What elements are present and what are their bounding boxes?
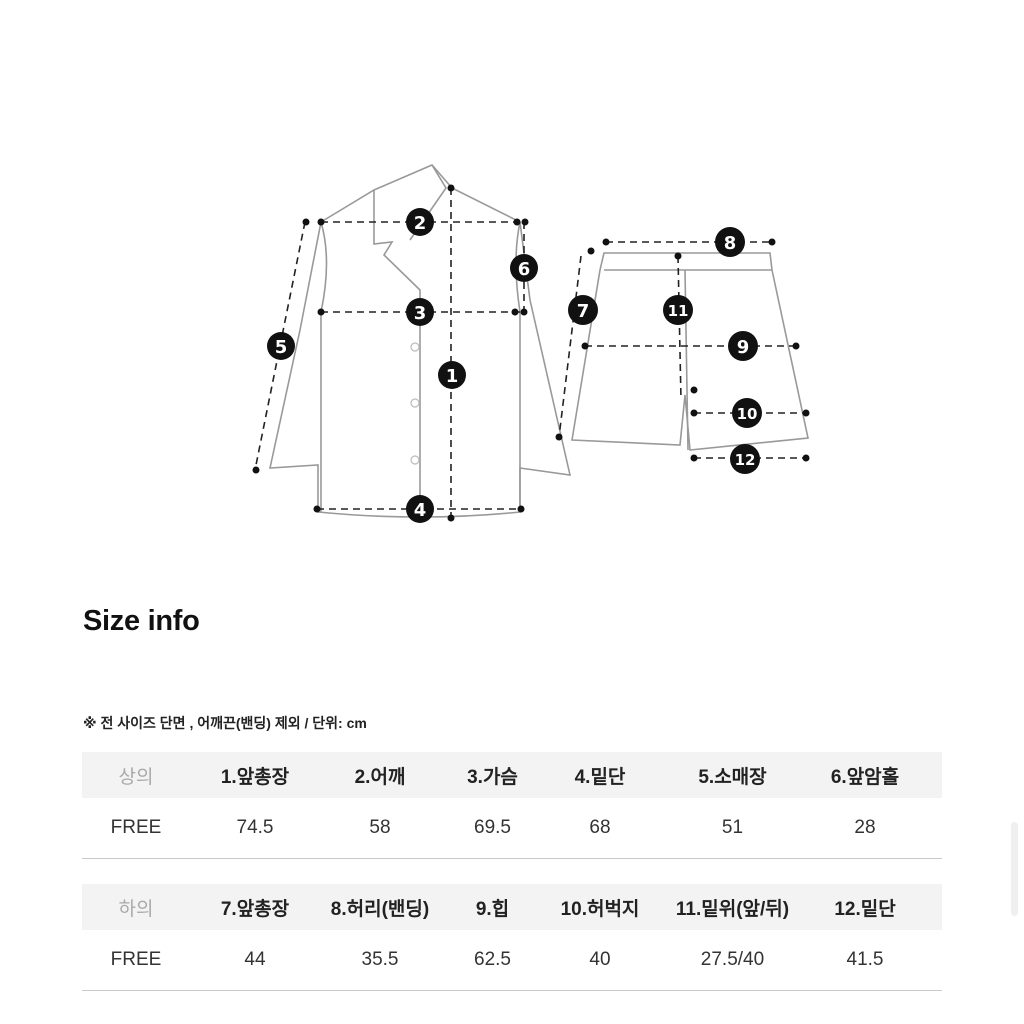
table-cell: 58 xyxy=(369,817,391,838)
table-cell: 40 xyxy=(589,949,611,970)
column-header: 8.허리(밴딩) xyxy=(330,898,430,920)
table-header: 상의 1.앞총장 2.어깨 3.가슴 4.밑단 5.소매장 6.앞암홀 xyxy=(82,752,942,798)
column-header: 11.밑위(앞/뒤) xyxy=(675,898,790,920)
top-size-table: 상의 1.앞총장 2.어깨 3.가슴 4.밑단 5.소매장 6.앞암홀 FREE… xyxy=(82,752,942,859)
column-header: 2.어깨 xyxy=(354,766,406,788)
svg-text:7: 7 xyxy=(577,301,590,322)
scrollbar[interactable] xyxy=(1011,822,1018,916)
table-row: FREE 74.5 58 69.5 68 51 28 xyxy=(82,798,942,859)
table-cell: 69.5 xyxy=(474,817,511,838)
category-label: 상의 xyxy=(118,766,154,788)
column-header: 9.힙 xyxy=(475,898,510,920)
table-cell: 62.5 xyxy=(474,949,511,970)
table-row: FREE 44 35.5 62.5 40 27.5/40 41.5 xyxy=(82,930,942,991)
svg-text:6: 6 xyxy=(518,259,531,280)
table-cell: 41.5 xyxy=(846,949,884,970)
column-header: 10.허벅지 xyxy=(560,898,640,920)
column-header: 3.가슴 xyxy=(467,766,518,788)
garment-illustration: 1 2 3 4 5 6 7 8 9 11 10 12 xyxy=(252,164,810,523)
section-title: Size info xyxy=(83,605,200,637)
column-header: 7.앞총장 xyxy=(220,898,290,920)
table-cell: 74.5 xyxy=(236,817,274,838)
measurement-note: ※ 전 사이즈 단면 , 어깨끈(밴딩) 제외 / 단위: cm xyxy=(83,715,367,731)
svg-text:1: 1 xyxy=(446,366,459,387)
bottom-size-table: 하의 7.앞총장 8.허리(밴딩) 9.힙 10.허벅지 11.밑위(앞/뒤) … xyxy=(82,884,942,991)
category-label: 하의 xyxy=(118,898,154,920)
svg-text:12: 12 xyxy=(735,451,756,469)
table-cell: 28 xyxy=(854,817,876,838)
column-header: 6.앞암홀 xyxy=(830,766,900,788)
column-header: 1.앞총장 xyxy=(220,766,290,788)
svg-text:4: 4 xyxy=(414,500,427,521)
measurement-markers: 1 2 3 4 5 6 7 8 9 11 10 12 xyxy=(267,208,762,523)
column-header: 12.밑단 xyxy=(834,898,896,920)
svg-text:10: 10 xyxy=(737,405,758,423)
size-diagram: 1 2 3 4 5 6 7 8 9 11 10 12 xyxy=(252,164,810,523)
size-label: FREE xyxy=(110,949,162,970)
svg-text:9: 9 xyxy=(737,337,750,358)
column-header: 4.밑단 xyxy=(574,766,626,788)
size-label: FREE xyxy=(110,817,162,838)
svg-text:2: 2 xyxy=(414,213,427,234)
svg-text:3: 3 xyxy=(414,303,427,324)
table-cell: 27.5/40 xyxy=(700,949,765,970)
table-header: 하의 7.앞총장 8.허리(밴딩) 9.힙 10.허벅지 11.밑위(앞/뒤) … xyxy=(82,884,942,930)
table-cell: 68 xyxy=(589,817,611,838)
svg-text:8: 8 xyxy=(724,233,737,254)
svg-text:5: 5 xyxy=(275,337,288,358)
column-header: 5.소매장 xyxy=(698,766,767,788)
table-cell: 35.5 xyxy=(361,949,399,970)
svg-text:11: 11 xyxy=(668,302,689,320)
table-cell: 44 xyxy=(244,949,266,970)
table-cell: 51 xyxy=(721,817,744,838)
